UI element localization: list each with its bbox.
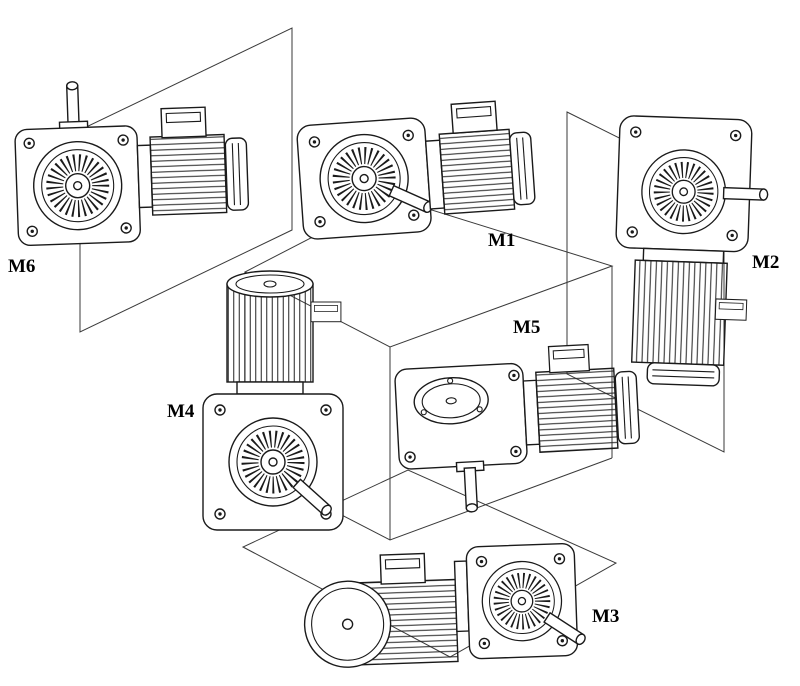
fan-cover	[614, 370, 641, 445]
fan-cover	[508, 131, 536, 206]
bolt-icon	[475, 555, 488, 568]
gearmotor-m2	[615, 115, 769, 387]
fan-cover-hub	[341, 618, 354, 630]
bolt-icon	[478, 637, 491, 650]
motor-fins	[630, 259, 728, 366]
gearmotor-m1	[296, 100, 536, 240]
bolt-icon	[729, 129, 742, 142]
gearmotor-m3	[303, 542, 588, 668]
bolt-icon	[404, 451, 417, 463]
terminal-box	[160, 106, 207, 139]
fan-cover-ring	[311, 587, 385, 661]
fan-cover	[646, 361, 721, 387]
bolt-icon	[308, 135, 321, 148]
gearmotor-m5	[394, 343, 641, 513]
gearmotor-m6	[14, 80, 250, 247]
motor-fins	[226, 283, 314, 383]
bolt-icon	[26, 225, 39, 238]
bolt-icon	[629, 126, 642, 138]
fan-cover-hub	[263, 280, 277, 288]
label-m1: M1	[488, 230, 515, 251]
label-m2: M2	[752, 252, 779, 273]
terminal-box	[450, 100, 498, 134]
bolt-icon	[509, 445, 522, 458]
bolt-icon	[726, 229, 739, 242]
bolt-icon	[117, 134, 129, 146]
output-shaft	[463, 466, 479, 513]
terminal-box	[310, 301, 342, 323]
bolt-icon	[320, 404, 332, 416]
bolt-icon	[556, 634, 569, 647]
terminal-box	[379, 552, 426, 585]
bolt-icon	[23, 137, 36, 150]
fan-cover-ring	[235, 274, 305, 294]
motor-fins	[438, 128, 516, 215]
bolt-icon	[214, 508, 226, 520]
bolt-icon	[553, 552, 566, 565]
bolt-icon	[476, 406, 483, 413]
bolt-icon	[447, 377, 454, 384]
label-m5: M5	[513, 317, 540, 338]
motor-fins	[535, 367, 619, 453]
bolt-icon	[507, 369, 520, 382]
output-shaft	[65, 80, 80, 127]
bolt-icon	[420, 409, 427, 416]
bolt-icon	[214, 404, 226, 416]
label-m3: M3	[592, 606, 619, 627]
mounting-plane-m6	[79, 27, 293, 333]
label-m4: M4	[167, 401, 195, 422]
bolt-icon	[402, 129, 415, 142]
motor-fins	[149, 133, 228, 216]
terminal-box	[547, 343, 591, 374]
label-m6: M6	[8, 256, 35, 277]
top-cover-hub	[445, 397, 457, 405]
fan-cover	[224, 137, 250, 212]
motor-adapter	[236, 381, 304, 395]
terminal-box	[714, 298, 748, 321]
bolt-icon	[313, 215, 327, 228]
output-shaft	[722, 186, 769, 201]
bolt-icon	[120, 222, 133, 234]
bolt-icon	[407, 209, 420, 222]
bolt-icon	[626, 226, 639, 238]
gearmotor-m4	[202, 270, 344, 531]
